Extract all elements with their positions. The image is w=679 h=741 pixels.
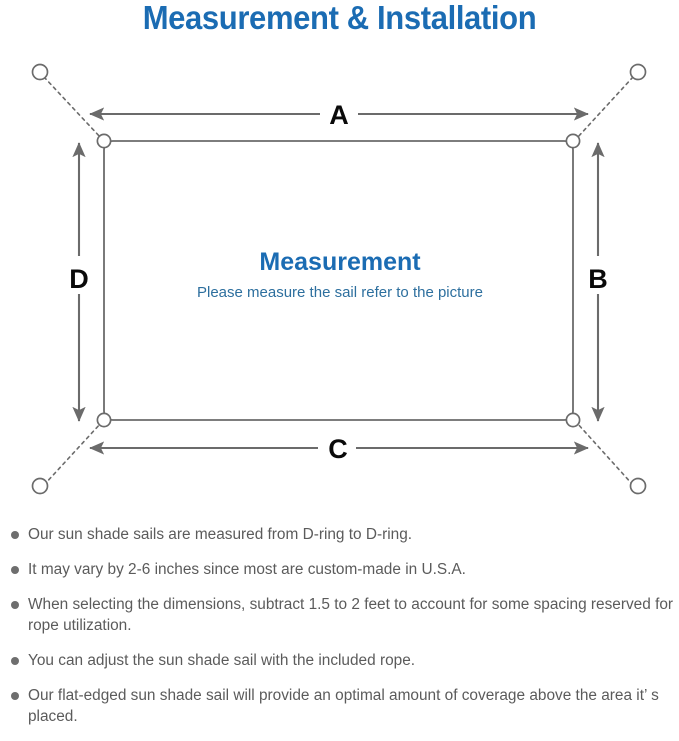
sail-body bbox=[103, 140, 574, 421]
bullet-icon bbox=[11, 657, 19, 665]
note-text: It may vary by 2-6 inches since most are… bbox=[28, 561, 466, 578]
dimension-label-a: A bbox=[329, 100, 349, 130]
d-ring-bottom-left bbox=[96, 412, 112, 428]
notes-list: Our sun shade sails are measured from D-… bbox=[0, 524, 679, 741]
bullet-icon bbox=[11, 601, 19, 609]
list-item: Our flat-edged sun shade sail will provi… bbox=[0, 685, 679, 727]
d-ring-top-right bbox=[565, 133, 581, 149]
dimension-label-b: B bbox=[588, 264, 608, 294]
dimension-line-a: A bbox=[89, 100, 589, 130]
d-ring-bottom-right bbox=[565, 412, 581, 428]
bullet-icon bbox=[11, 566, 19, 574]
dimension-label-c: C bbox=[328, 434, 348, 464]
list-item: Our sun shade sails are measured from D-… bbox=[0, 524, 679, 545]
diagram-center-subheading: Please measure the sail refer to the pic… bbox=[197, 284, 483, 301]
anchor-point-bottom-right bbox=[629, 477, 647, 495]
anchor-point-top-left bbox=[31, 63, 49, 81]
measurement-diagram: A C D B Measurement Please measure the s… bbox=[0, 48, 679, 513]
note-text: When selecting the dimensions, subtract … bbox=[28, 596, 674, 634]
rope-line-top-right bbox=[576, 76, 634, 139]
diagram-center-heading: Measurement bbox=[259, 248, 421, 276]
dimension-line-d: D bbox=[69, 142, 89, 422]
note-text: Our flat-edged sun shade sail will provi… bbox=[28, 687, 659, 725]
rope-line-top-left bbox=[43, 76, 102, 139]
list-item: You can adjust the sun shade sail with t… bbox=[0, 650, 679, 671]
note-text: Our sun shade sails are measured from D-… bbox=[28, 526, 413, 543]
d-ring-top-left bbox=[96, 133, 112, 149]
rope-line-bottom-right bbox=[576, 422, 634, 486]
dimension-line-b: B bbox=[588, 142, 608, 422]
bullet-icon bbox=[11, 531, 19, 539]
anchor-point-bottom-left bbox=[31, 477, 49, 495]
dimension-label-d: D bbox=[69, 264, 89, 294]
bullet-icon bbox=[11, 692, 19, 700]
dimension-line-c: C bbox=[89, 434, 589, 464]
d-rings bbox=[96, 133, 581, 428]
rope-line-bottom-left bbox=[43, 422, 102, 486]
note-text: You can adjust the sun shade sail with t… bbox=[28, 652, 416, 669]
anchor-points bbox=[31, 63, 647, 495]
page-title: Measurement & Installation bbox=[142, 0, 537, 36]
rope-lines bbox=[43, 76, 634, 486]
list-item: It may vary by 2-6 inches since most are… bbox=[0, 559, 679, 580]
diagram-canvas: A C D B Measurement Please measure the s… bbox=[31, 63, 647, 495]
anchor-point-top-right bbox=[629, 63, 647, 81]
list-item: When selecting the dimensions, subtract … bbox=[0, 594, 679, 636]
